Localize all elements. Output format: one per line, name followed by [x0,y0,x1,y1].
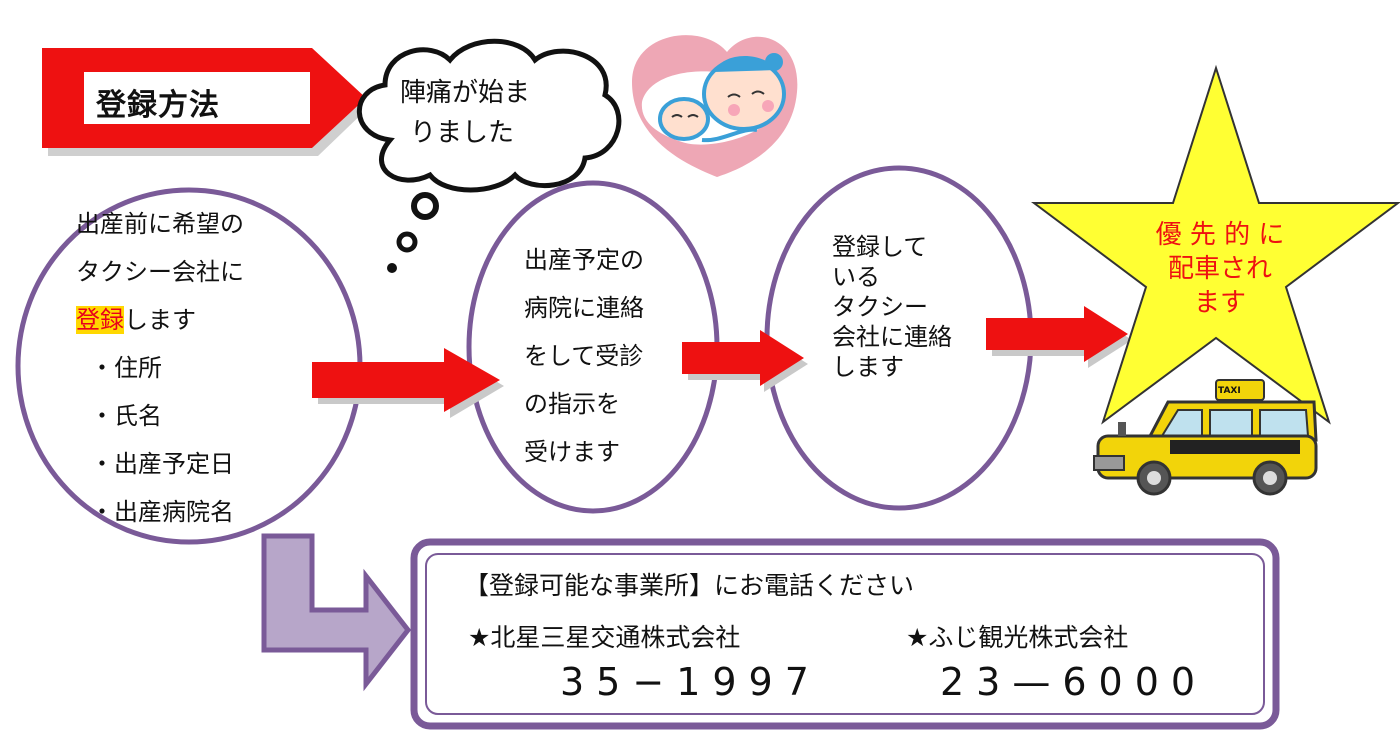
step3-line2: いる [832,263,880,291]
thought-bubble-line1: 陣痛が始ま [400,78,531,108]
step2-line2: 病院に連絡 [524,294,644,322]
step1-item-due-date: ・出産予定日 [90,450,234,478]
arrow-to-contact-box [261,533,412,692]
arrow-step3-to-star [986,306,1132,368]
step1-item-address: ・住所 [90,354,162,382]
contact-company1: ★北星三星交通株式会社 [468,623,741,652]
title-badge-arrow [42,48,370,156]
step3-line1: 登録して [832,233,928,261]
star-text: 優 先 的 に 配車され ます [1120,218,1320,320]
mother-baby-illustration [632,35,798,177]
taxi-illustration [1093,379,1318,496]
star-line2: 配車され [1167,254,1272,284]
thought-bubble [356,38,622,273]
step1-line2: タクシー会社に [76,258,244,286]
step3-line4: 会社に連絡 [832,323,952,351]
taxi-roof-sign: TAXI [1218,386,1241,396]
step1-line3: 登録します [76,296,244,344]
step1-line3-rest: します [124,306,196,334]
contact-heading-bracket: 【登録可能な事業所】 [464,571,715,600]
contact-phone2: 23—6000 [940,660,1208,704]
arrow-step2-to-step3 [682,330,808,392]
step2-line5: 受けます [524,438,620,466]
step1-line1: 出産前に希望の [76,210,244,238]
step3-line3: タクシー [832,293,928,321]
step1-text: 出産前に希望の タクシー会社に 登録します ・住所 ・氏名 ・出産予定日 ・出産… [76,200,244,536]
step3-line5: します [832,353,904,381]
contact-phone1: 35−1997 [560,660,821,704]
contact-box [410,538,1280,730]
arrow-step1-to-step2 [312,348,504,418]
step1-item-hospital: ・出産病院名 [90,498,234,526]
step1-item-name: ・氏名 [90,402,162,430]
step2-line4: の指示を [524,390,620,418]
star-line3: ます [1193,288,1246,318]
star-line1: 優 先 的 に [1155,220,1285,250]
step3-text: 登録して いる タクシー 会社に連絡 します [832,232,952,382]
contact-heading: 【登録可能な事業所】にお電話ください [464,566,914,602]
title-badge-label: 登録方法 [96,88,220,123]
step2-line1: 出産予定の [524,246,644,274]
step2-text: 出産予定の 病院に連絡 をして受診 の指示を 受けます [524,236,644,476]
priority-star [1031,64,1400,425]
register-highlight: 登録 [76,306,124,334]
contact-heading-rest: にお電話ください [714,571,915,600]
step2-line3: をして受診 [524,342,644,370]
contact-company2: ★ふじ観光株式会社 [906,623,1129,652]
thought-bubble-line2: りました [410,118,515,148]
